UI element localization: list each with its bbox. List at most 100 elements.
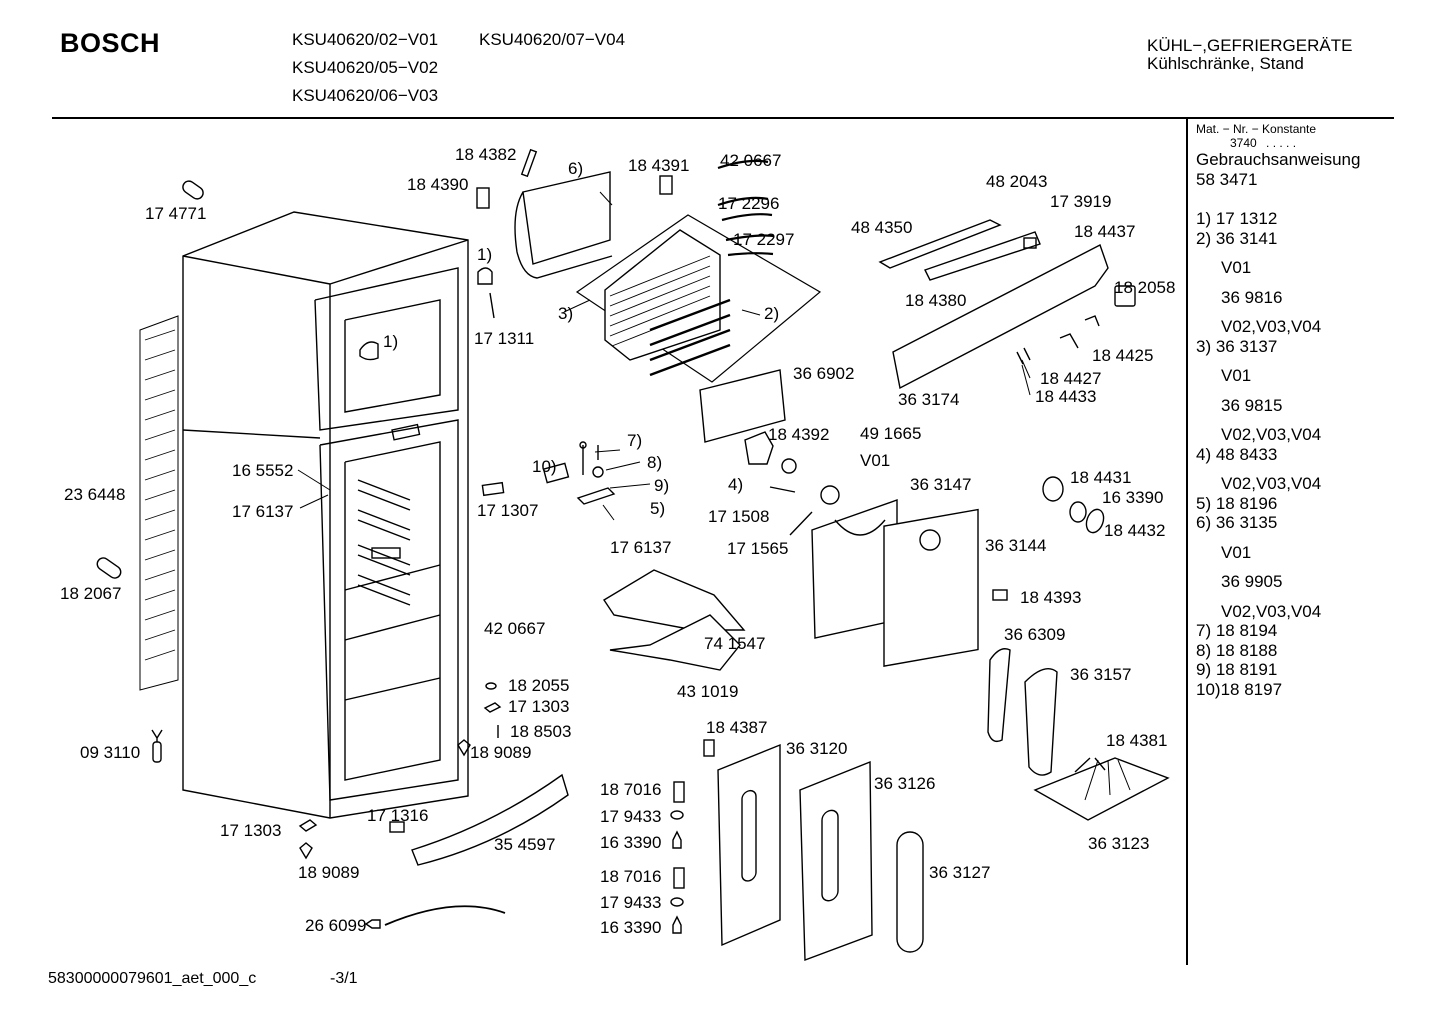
variant-line: V01 <box>1221 258 1252 277</box>
part-label: 18 7016 <box>600 867 662 886</box>
part-label: 18 4432 <box>1104 521 1166 540</box>
model-4: KSU40620/07−V04 <box>479 30 626 49</box>
drain-tube <box>152 741 162 763</box>
part-label: 18 4437 <box>1074 222 1136 241</box>
model-3: KSU40620/06−V03 <box>292 86 439 105</box>
part-label: 36 3126 <box>874 774 936 793</box>
sidebar-divider <box>1186 119 1188 965</box>
item-number: 9) <box>654 476 670 495</box>
variant-line: 2) 36 3141 <box>1196 228 1278 248</box>
condenser-coil <box>139 315 179 691</box>
variant-line: 7) 18 8194 <box>1196 621 1278 640</box>
variant-line: V01 <box>1221 366 1252 385</box>
variant-line: V02,V03,V04 <box>1221 317 1322 336</box>
tube-set <box>717 159 775 257</box>
item-number: 7) <box>627 431 643 450</box>
item-number: 6) <box>568 159 584 178</box>
door-guards-right <box>987 648 1170 821</box>
part-label: 26 6099 <box>305 916 367 935</box>
part-label: 16 3390 <box>600 833 662 852</box>
clip-part-184390 <box>476 187 490 209</box>
part-label: 17 9433 <box>600 893 662 912</box>
variant-line: 10)18 8197 <box>1196 679 1283 699</box>
variant-line: 5) 18 8196 <box>1196 493 1278 513</box>
part-label: 16 3390 <box>600 918 662 937</box>
shelf-rails <box>357 479 411 606</box>
part-label: 17 1303 <box>508 697 570 716</box>
cabinet-body <box>182 211 469 819</box>
part-label: 35 4597 <box>494 835 556 854</box>
item-number: 1) <box>477 245 493 264</box>
part-label: 17 9433 <box>600 807 662 826</box>
part-label: 17 2297 <box>733 230 795 249</box>
part-label: 18 8503 <box>510 722 572 741</box>
parts-sidebar: Mat. − Nr. − Konstante 3740 . . . . . Ge… <box>1196 122 1386 699</box>
manual-label: Gebrauchsanweisung <box>1196 150 1361 169</box>
part-label: 18 4387 <box>706 718 768 737</box>
part-label: 42 0667 <box>720 151 782 170</box>
subcategory-title: Kühlschränke, Stand <box>1147 54 1304 73</box>
part-label: 49 1665 <box>860 424 922 443</box>
part-label: 36 3144 <box>985 536 1047 555</box>
variant-line: 4) 48 8433 <box>1196 444 1278 464</box>
part-label: 17 1307 <box>477 501 539 520</box>
part-label: 36 3174 <box>898 390 960 409</box>
part-label: 17 1303 <box>220 821 282 840</box>
item-number: 10) <box>532 457 557 476</box>
part-label: 36 3147 <box>910 475 972 494</box>
door-liners <box>703 739 924 961</box>
part-label: 18 4380 <box>905 291 967 310</box>
drain-funnel-icon <box>151 729 163 742</box>
variant-line: 3) 36 3137 <box>1196 336 1278 356</box>
part-label: 18 4393 <box>1020 588 1082 607</box>
part-label: 18 9089 <box>470 743 532 762</box>
part-label: 36 3127 <box>929 863 991 882</box>
part-label: 16 5552 <box>232 461 294 480</box>
part-label: 43 1019 <box>677 682 739 701</box>
cylinder-part-182067 <box>96 557 122 579</box>
part-label: 17 6137 <box>610 538 672 557</box>
part-label: 18 4431 <box>1070 468 1132 487</box>
fasteners <box>298 682 685 934</box>
part-label: 18 2055 <box>508 676 570 695</box>
part-label: 17 6137 <box>232 502 294 521</box>
part-label: 42 0667 <box>484 619 546 638</box>
part-label: 18 4433 <box>1035 387 1097 406</box>
part-label: 18 9089 <box>298 863 360 882</box>
variant-line: V02,V03,V04 <box>1221 425 1322 444</box>
part-label: 18 4425 <box>1092 346 1154 365</box>
mat-label: Mat. − Nr. − Konstante <box>1196 122 1317 136</box>
mat-dots: . . . . . <box>1266 136 1297 150</box>
part-label: 18 4390 <box>407 175 469 194</box>
variant-line: 36 9905 <box>1221 572 1283 591</box>
mat-value: 3740 <box>1230 136 1257 150</box>
model-1: KSU40620/02−V01 <box>292 30 439 49</box>
part-label: 17 4771 <box>145 204 207 223</box>
small-hardware <box>481 441 616 505</box>
manual-value: 58 3471 <box>1196 169 1258 189</box>
variant-line: V02,V03,V04 <box>1221 601 1322 621</box>
part-label: 17 1508 <box>708 507 770 526</box>
category-title: KÜHL−,GEFRIERGERÄTE <box>1147 36 1353 55</box>
variant-line: 6) 36 3135 <box>1196 513 1278 532</box>
part-label: 17 3919 <box>1050 192 1112 211</box>
part-label: 36 3120 <box>786 739 848 758</box>
item-number: 1) <box>383 332 399 351</box>
brand-logo: BOSCH <box>60 28 161 58</box>
thermostat-parts <box>744 431 840 536</box>
control-panel <box>878 219 1136 390</box>
lamp-holder-parts <box>992 476 1105 601</box>
variant-line: V01 <box>1221 542 1252 562</box>
variant-tag: V01 <box>860 451 891 470</box>
evaporator-assembly <box>514 171 822 443</box>
part-label: 18 4392 <box>768 425 830 444</box>
part-label: 17 1565 <box>727 539 789 558</box>
door-shelves <box>389 569 746 866</box>
document-id: 58300000079601_aet_000_c <box>48 970 257 987</box>
part-label: 18 4382 <box>455 145 517 164</box>
part-label: 17 1311 <box>474 329 535 348</box>
variant-line: V02,V03,V04 <box>1221 474 1322 493</box>
item-number: 3) <box>558 304 574 323</box>
